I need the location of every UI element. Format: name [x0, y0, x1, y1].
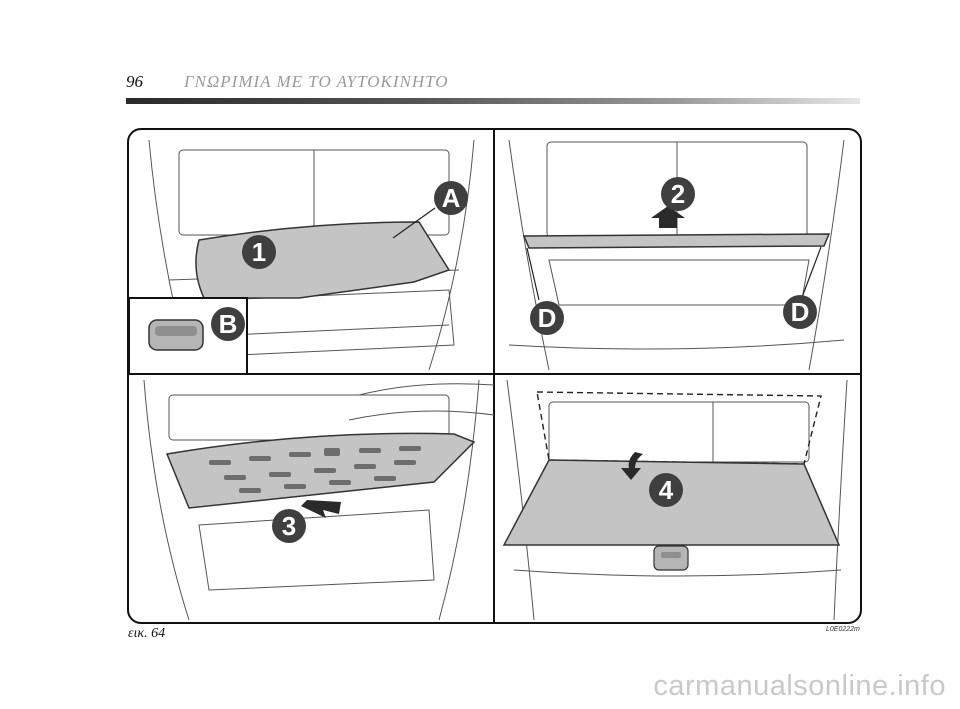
luggage-shelf-lowered: [195, 221, 451, 299]
page-number: 96: [126, 72, 143, 91]
luggage-shelf-raised: [522, 233, 831, 249]
svg-text:1: 1: [252, 237, 266, 267]
arrow-down-icon: [621, 452, 643, 480]
arrow-push-icon: [301, 500, 341, 518]
svg-text:D: D: [538, 303, 557, 333]
badge-part-d-left: D: [530, 301, 564, 335]
badge-part-a: A: [434, 181, 468, 215]
page-header: 96 ΓΝΩΡΙΜΙΑ ΜΕ ΤΟ ΑΥΤΟΚΙΝΗΤΟ: [126, 68, 866, 98]
svg-text:4: 4: [659, 475, 674, 505]
luggage-cover-figure: 1 A B 2 D: [127, 128, 862, 624]
svg-text:B: B: [219, 309, 238, 339]
badge-step2: 2: [661, 177, 695, 211]
badge-part-b: B: [211, 307, 245, 341]
svg-text:D: D: [791, 297, 810, 327]
arrow-up-icon: [651, 206, 685, 228]
chapter-title: ΓΝΩΡΙΜΙΑ ΜΕ ΤΟ ΑΥΤΟΚΙΝΗΤΟ: [184, 72, 449, 91]
strap-left: [526, 247, 540, 301]
figure-caption: εικ. 64: [128, 626, 166, 641]
panel-bottom-left: [143, 379, 495, 621]
panel-bottom-right: [506, 379, 848, 621]
badge-step3: 3: [272, 509, 306, 543]
strap-right: [800, 246, 822, 301]
header-rule: [126, 98, 860, 104]
svg-text:A: A: [442, 183, 461, 213]
badge-step4: 4: [649, 473, 683, 507]
badge-step1: 1: [242, 235, 276, 269]
badge-part-d-right: D: [783, 295, 817, 329]
shelf-texture: [209, 446, 421, 493]
panel-top-right: [508, 139, 845, 371]
svg-text:2: 2: [671, 179, 685, 209]
figure-code: L0E0222m: [826, 626, 860, 633]
svg-text:3: 3: [282, 511, 296, 541]
watermark: carmanualsonline.info: [653, 670, 946, 702]
dashed-outline: [536, 391, 822, 465]
